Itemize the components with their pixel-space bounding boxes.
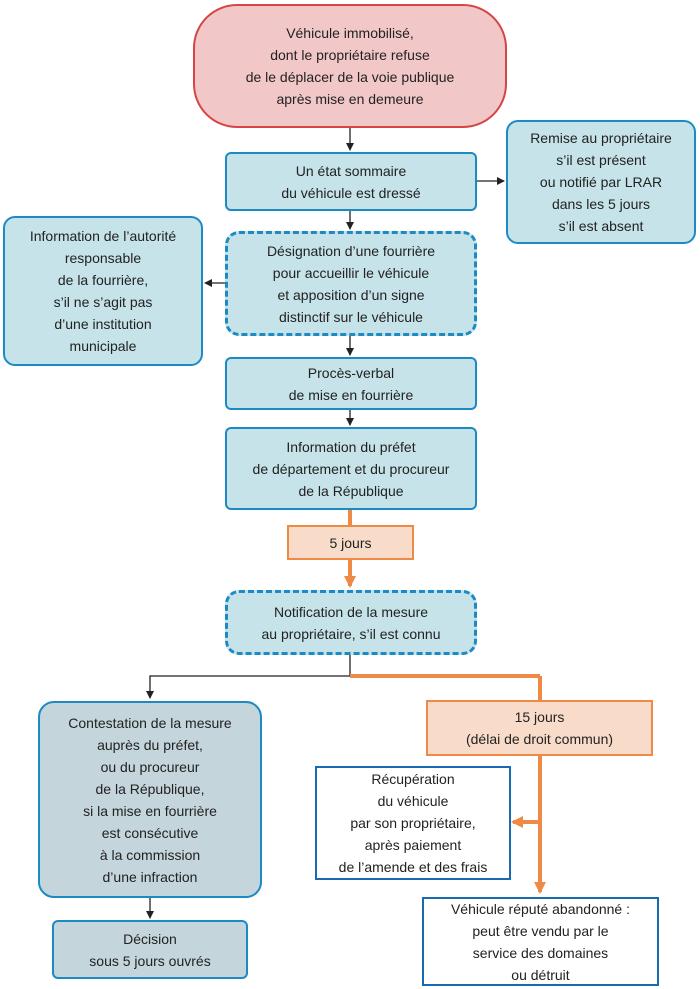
- node-proces-verbal: Procès-verbal de mise en fourrière: [225, 357, 477, 410]
- node-remise-au-proprietaire: Remise au propriétaire s’il est présent …: [506, 120, 696, 244]
- node-vehicule-abandonne: Véhicule réputé abandonné : peut être ve…: [422, 897, 659, 986]
- node-notification: Notification de la mesure au propriétair…: [225, 590, 477, 655]
- node-delai-15-jours: 15 jours (délai de droit commun): [426, 700, 653, 756]
- node-delai-5-jours: 5 jours: [287, 525, 414, 560]
- node-contestation: Contestation de la mesure auprès du préf…: [38, 701, 262, 898]
- node-information-prefet: Information du préfet de département et …: [225, 427, 477, 510]
- node-recuperation-vehicule: Récupération du véhicule par son proprié…: [315, 766, 511, 880]
- node-etat-sommaire: Un état sommaire du véhicule est dressé: [225, 152, 477, 211]
- node-designation-fourriere: Désignation d’une fourrière pour accueil…: [225, 231, 477, 336]
- node-decision: Décision sous 5 jours ouvrés: [52, 920, 248, 979]
- node-information-autorite: Information de l’autorité responsable de…: [3, 216, 203, 366]
- start-node-vehicule-immobilise: Véhicule immobilisé, dont le propriétair…: [193, 4, 507, 128]
- arrow-notification-to-contestation: [146, 655, 351, 699]
